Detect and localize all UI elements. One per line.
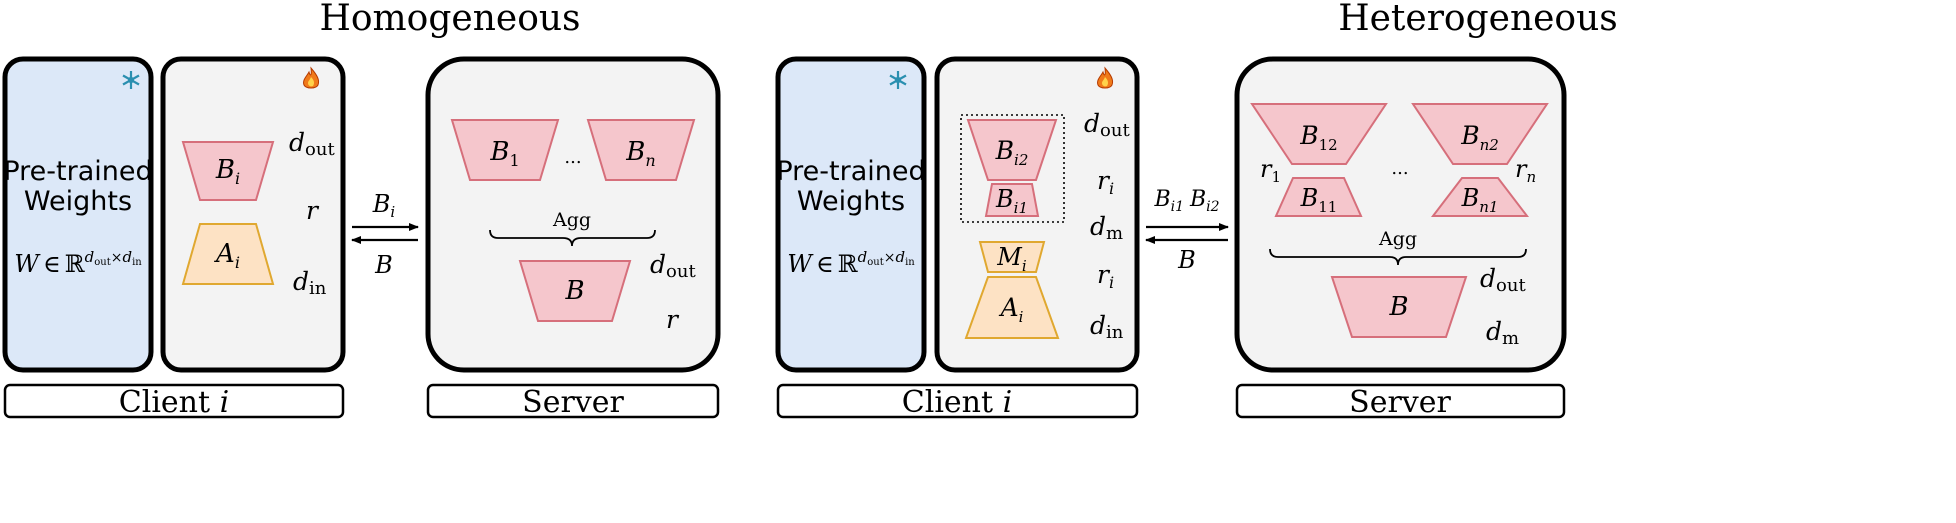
server-B1-matrix: [450, 119, 560, 181]
fire-icon: [303, 66, 320, 89]
svg-text:Client i: Client i: [902, 385, 1012, 420]
snowflake-icon: [889, 71, 907, 89]
server-ellipsis: ...: [1391, 158, 1408, 179]
aggregation-brace: [489, 229, 656, 247]
snowflake-icon: [122, 71, 140, 89]
server-dout-label: dout: [650, 250, 696, 282]
heterogeneous-client-lora-panel: Bi2 Bi1 Mi Ai dout ri dm ri din: [934, 56, 1140, 373]
title-heterogeneous: Heterogeneous: [1338, 0, 1618, 39]
server-dout-label: dout: [1480, 264, 1526, 296]
server-Bn1-matrix: [1430, 177, 1530, 217]
dim-din-label: din: [293, 267, 327, 299]
client-Bi1-label: Bi1: [995, 185, 1028, 217]
heterogeneous-client-caption: Client i: [776, 383, 1139, 420]
homogeneous-server-caption: Server: [426, 383, 720, 420]
server-Bn2-label: Bn2: [1460, 121, 1499, 154]
client-B-group-box: [960, 114, 1065, 223]
client-Bi2-matrix: [966, 119, 1058, 181]
heterogeneous-server-caption: Server: [1235, 383, 1566, 420]
weight-formula: W∈ℝdout×din: [787, 248, 915, 278]
homogeneous-client-caption: Client i: [3, 383, 345, 420]
server-B-label: B: [564, 276, 584, 306]
server-Bn-label: Bn: [625, 137, 655, 170]
server-Bn2-matrix: [1411, 103, 1549, 165]
server-r1-label: r1: [1260, 155, 1281, 186]
dim-din-label: din: [1090, 311, 1124, 343]
lora-B-matrix: [181, 141, 275, 201]
pretrained-label-line1: Pre-trained: [776, 156, 925, 187]
svg-text:Server: Server: [1349, 385, 1451, 420]
heterogeneous-pretrained-panel: Pre-trained Weights W∈ℝdout×din: [775, 56, 927, 373]
server-ellipsis: ...: [564, 147, 581, 168]
client-Bi1-matrix: [984, 183, 1040, 217]
server-B-matrix: [518, 260, 632, 322]
homogeneous-pretrained-panel: Pre-trained Weights W∈ℝdout×din: [2, 56, 154, 373]
homogeneous-server-panel: B1 ... Bn Agg B dout r: [425, 56, 721, 373]
pretrained-label-line2: Weights: [797, 186, 905, 217]
server-B12-label: B12: [1299, 121, 1337, 154]
client-Ai-matrix: [964, 276, 1060, 339]
aggregation-label: Agg: [1378, 228, 1417, 250]
server-rn-label: rn: [1515, 155, 1536, 186]
pretrained-label-line1: Pre-trained: [3, 156, 152, 187]
server-B12-matrix: [1250, 103, 1388, 165]
client-Bi2-label: Bi2: [995, 136, 1029, 169]
dim-dout-label: dout: [289, 128, 335, 160]
server-Bn1-label: Bn1: [1461, 184, 1499, 216]
fire-icon: [1097, 66, 1114, 89]
title-homogeneous: Homogeneous: [319, 0, 580, 39]
lora-B-label: Bi: [215, 155, 240, 188]
server-B-label: B: [1388, 292, 1408, 322]
lora-A-matrix: [181, 223, 275, 285]
server-Bn-matrix: [586, 119, 696, 181]
download-label: B: [1177, 246, 1196, 274]
client-Mi-matrix: [978, 241, 1046, 273]
server-r-label: r: [666, 305, 680, 334]
server-dm-label: dm: [1486, 317, 1519, 349]
dim-dm-label: dm: [1090, 212, 1123, 244]
server-B1-label: B1: [489, 137, 519, 170]
svg-text:Server: Server: [522, 385, 624, 420]
dim-ri-top-label: ri: [1097, 166, 1114, 198]
dim-r-label: r: [306, 196, 320, 225]
download-label: B: [374, 251, 393, 279]
dim-dout-label: dout: [1084, 109, 1130, 141]
heterogeneous-server-panel: B12 B11 r1 ... Bn2 Bn1 rn Agg B dout dm: [1234, 56, 1567, 373]
server-B11-matrix: [1274, 177, 1363, 217]
aggregation-brace: [1269, 248, 1527, 266]
upload-label: Bi: [372, 190, 396, 221]
weight-formula: W∈ℝdout×din: [14, 248, 142, 278]
lora-A-label: Ai: [214, 239, 240, 272]
server-B11-label: B11: [1300, 184, 1338, 216]
server-B-matrix: [1330, 276, 1468, 338]
homogeneous-exchange-arrows: Bi B: [351, 190, 419, 279]
client-Mi-label: Mi: [996, 243, 1027, 275]
aggregation-label: Agg: [552, 209, 591, 231]
homogeneous-client-lora-panel: Bi Ai dout r din: [160, 56, 346, 373]
client-Ai-label: Ai: [999, 293, 1024, 326]
pretrained-label-line2: Weights: [24, 186, 132, 217]
dim-ri-bottom-label: ri: [1097, 260, 1114, 292]
svg-text:Client i: Client i: [119, 385, 229, 420]
